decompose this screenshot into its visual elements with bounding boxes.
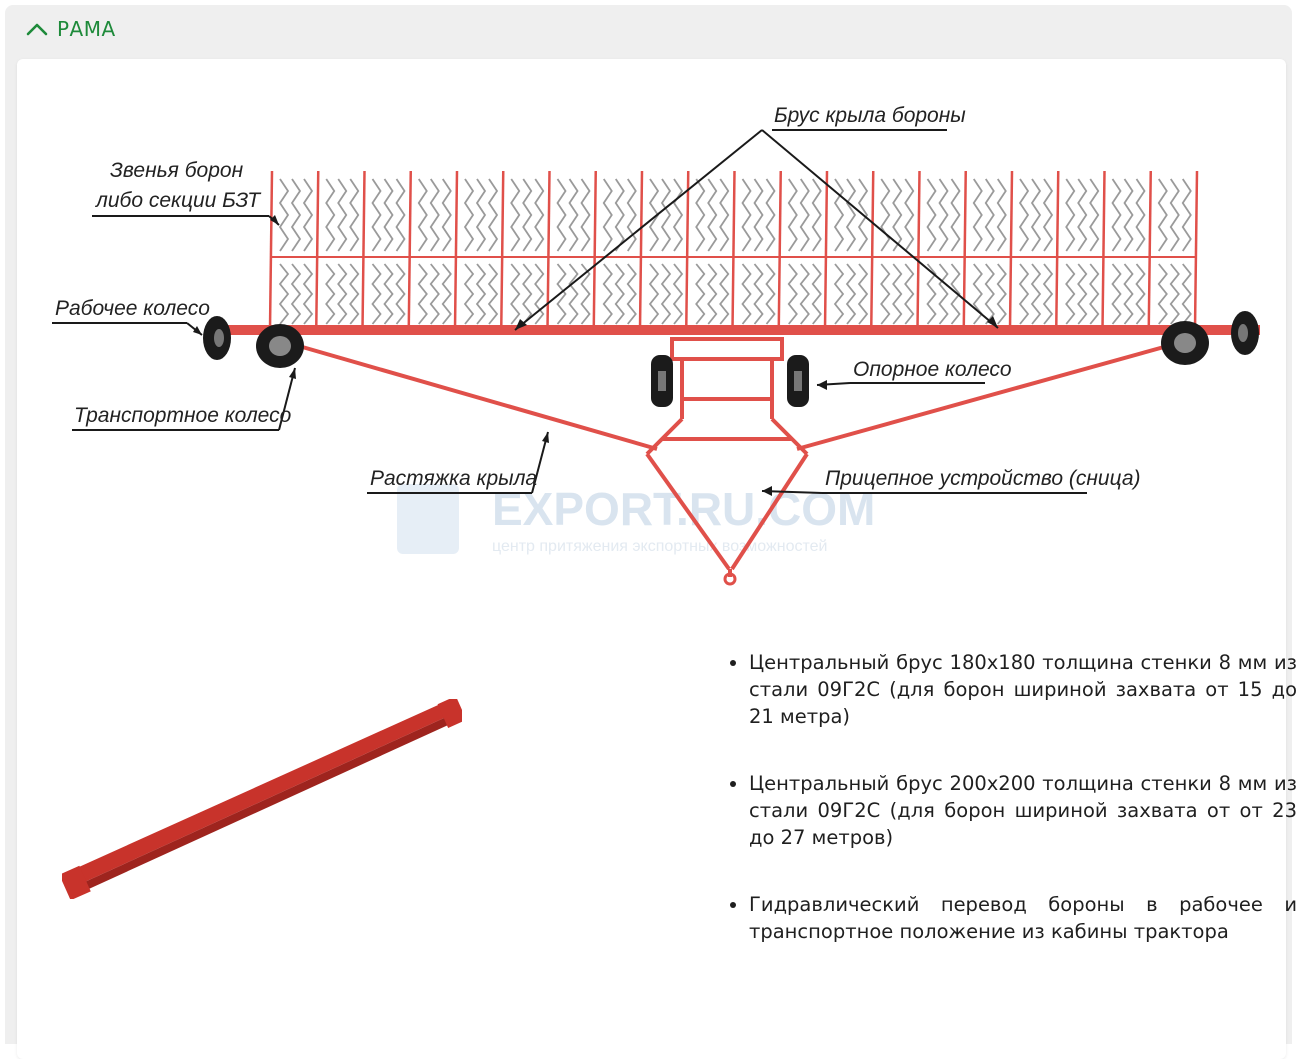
harrow-section: [417, 178, 452, 252]
section-header[interactable]: РАМА: [5, 5, 1292, 53]
section-post: [1008, 170, 1014, 330]
wing-brace-left: [284, 340, 658, 451]
harrow-section: [833, 178, 869, 252]
harrow-section: [556, 263, 591, 325]
harrow-section: [278, 178, 314, 252]
harrow-sections: [268, 170, 1199, 330]
section-post: [546, 170, 551, 330]
label-wing-brace: Растяжка крыла: [370, 467, 537, 490]
harrow-section: [1157, 178, 1192, 252]
harrow-section: [1157, 263, 1192, 325]
label-transport-wheel: Транспортное колесо: [74, 404, 292, 427]
harrow-section: [880, 263, 915, 325]
harrow-section: [1111, 178, 1146, 252]
harrow-section: [556, 178, 591, 252]
label-hitch: Прицепное устройство (сница): [825, 467, 1141, 490]
harrow-section: [1065, 263, 1100, 325]
section-post: [1101, 170, 1106, 330]
section-post: [777, 170, 782, 330]
watermark-text: EXPORT.RU.COM: [492, 483, 875, 535]
harrow-section: [417, 263, 452, 325]
central-beam: [225, 325, 1260, 335]
harrow-section: [648, 178, 684, 252]
label-harrow-links: Звенья борон: [110, 159, 244, 182]
section-post: [592, 170, 597, 330]
section-post: [685, 170, 690, 330]
harrow-section: [510, 178, 545, 252]
harrow-section: [602, 178, 637, 252]
transport-wheel-left: [256, 324, 304, 368]
list-item: Центральный брус 180х180 толщина стенки …: [749, 649, 1297, 730]
label-wing-beam: Брус крыла бороны: [774, 104, 966, 127]
section-post: [1193, 170, 1199, 330]
section-post: [1147, 170, 1152, 330]
transport-wheel-right: [1161, 321, 1209, 365]
watermark-tagline: центр притяжения экспортных возможностей: [492, 538, 827, 555]
harrow-section: [787, 178, 822, 252]
harrow-section: [463, 263, 499, 325]
harrow-section: [833, 263, 869, 325]
leader-lines: [52, 129, 1087, 494]
list-item: Гидравлический перевод бороны в рабочее …: [749, 891, 1297, 945]
harrow-section: [1018, 263, 1054, 325]
harrow-section: [1065, 178, 1100, 252]
section-post: [823, 170, 829, 330]
harrow-section: [325, 263, 360, 325]
section-post: [500, 170, 505, 330]
harrow-section: [1111, 263, 1146, 325]
label-working-wheel: Рабочее колесо: [55, 297, 210, 320]
central-beam-render: [62, 699, 462, 899]
section-post: [731, 170, 736, 330]
support-wheel-left: [651, 355, 673, 407]
wing-brace-right: [796, 340, 1183, 451]
section-post: [315, 170, 320, 330]
harrow-section: [602, 263, 637, 325]
harrow-section: [695, 263, 730, 325]
label-harrow-links-2: либо секции БЗТ: [95, 189, 262, 212]
section-content-card: EXPORT.RU.COM центр притяжения экспортны…: [17, 59, 1297, 1059]
harrow-section: [278, 263, 314, 325]
section-post: [916, 170, 921, 330]
section-post: [268, 170, 274, 330]
section-post: [453, 170, 459, 330]
harrow-section: [371, 263, 406, 325]
leader-arrowheads: [193, 215, 998, 496]
section-post: [407, 170, 412, 330]
hitch-ring: [723, 572, 737, 586]
harrow-section: [695, 178, 730, 252]
harrow-section: [510, 263, 545, 325]
hitch-drawbar: [645, 337, 809, 577]
harrow-section: [648, 263, 684, 325]
harrow-section: [972, 263, 1007, 325]
section-post: [361, 170, 366, 330]
harrow-section: [741, 263, 776, 325]
working-wheel-right: [1231, 311, 1259, 355]
list-item: Центральный брус 200х200 толщина стенки …: [749, 770, 1297, 851]
harrow-section: [325, 178, 360, 252]
support-wheel-right: [787, 355, 809, 407]
harrow-section: [787, 263, 822, 325]
harrow-section: [926, 263, 961, 325]
section-panel: РАМА EXPORT.RU.COM центр притяжения эксп…: [5, 5, 1297, 1059]
section-post: [1055, 170, 1060, 330]
harrow-section: [1018, 178, 1054, 252]
harrow-section: [463, 178, 499, 252]
harrow-section: [880, 178, 915, 252]
features-list: Центральный брус 180х180 толщина стенки …: [723, 649, 1297, 985]
chevron-up-icon[interactable]: [23, 17, 51, 41]
section-post: [638, 170, 644, 330]
harrow-section: [371, 178, 406, 252]
section-post: [962, 170, 967, 330]
working-wheel-left: [203, 316, 231, 360]
label-support-wheel: Опорное колесо: [853, 358, 1012, 381]
harrow-frame-diagram: EXPORT.RU.COM центр притяжения экспортны…: [52, 104, 1260, 586]
section-post: [870, 170, 875, 330]
harrow-section: [972, 178, 1007, 252]
harrow-section: [926, 178, 961, 252]
harrow-section: [741, 178, 776, 252]
section-title: РАМА: [57, 17, 116, 41]
